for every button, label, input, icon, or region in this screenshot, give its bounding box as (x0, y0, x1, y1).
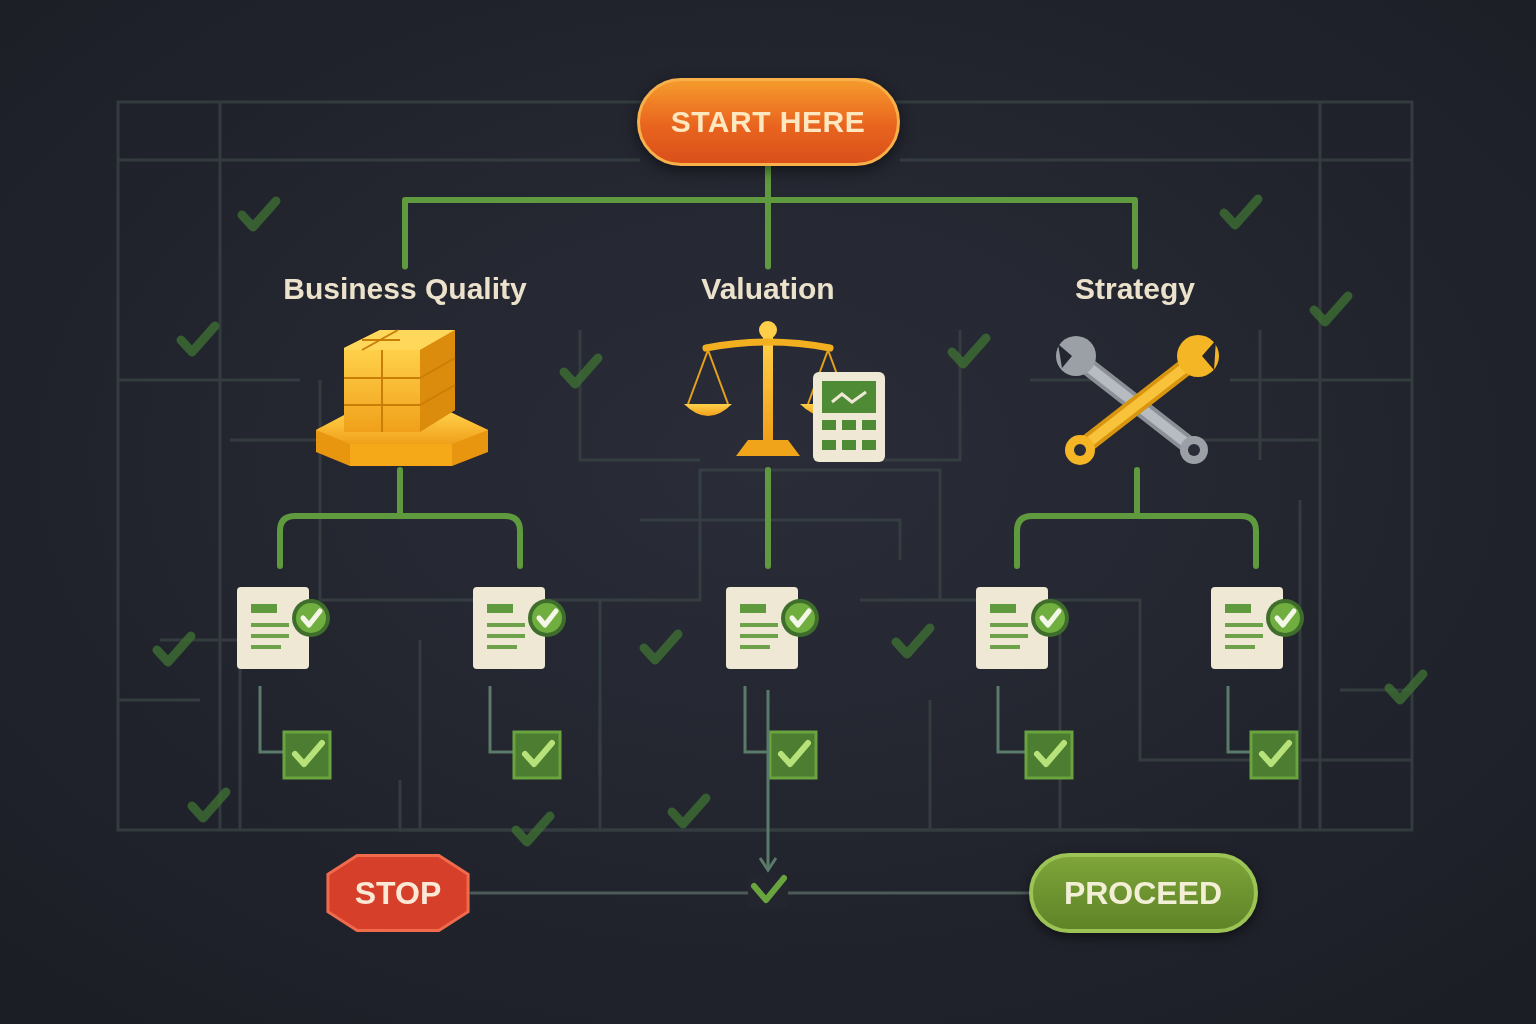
category-heading: Business Quality (274, 267, 536, 312)
node-label: Strategy (1075, 272, 1195, 307)
node-label: STOP (355, 875, 442, 912)
node-label: Valuation (701, 272, 834, 307)
stop-octagon: STOP (325, 854, 471, 932)
node-label: Business Quality (283, 272, 526, 307)
proceed-pill: PROCEED (1029, 853, 1258, 933)
start-pill: START HERE (637, 78, 900, 166)
branch-connector (768, 166, 1135, 267)
category-heading: Valuation (692, 267, 844, 312)
octagon-outline (328, 856, 468, 931)
node-label: START HERE (671, 105, 865, 140)
branch-connector (405, 166, 768, 267)
category-heading: Strategy (1066, 267, 1205, 312)
node-label: PROCEED (1064, 875, 1222, 912)
